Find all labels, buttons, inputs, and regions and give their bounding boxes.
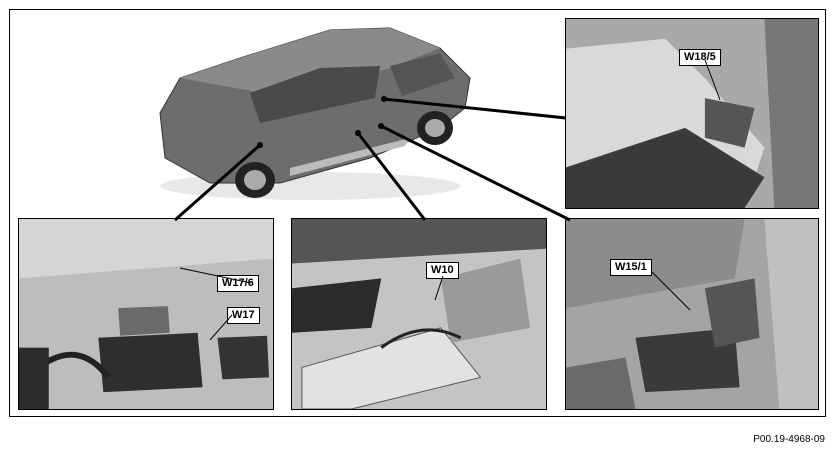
- label-w15-1: W15/1: [610, 259, 652, 276]
- label-w17: W17: [227, 307, 260, 324]
- label-w17-6: W17/6: [217, 275, 259, 292]
- photo-w18-5-location: W18/5: [565, 18, 819, 209]
- photo-w17-location: W17/6 W17: [18, 218, 274, 410]
- label-w18-5: W18/5: [679, 49, 721, 66]
- label-w10: W10: [426, 262, 459, 279]
- reference-code: P00.19-4968-09: [753, 434, 825, 445]
- photo-w10-location: W10: [291, 218, 547, 410]
- vehicle-illustration: [159, 27, 471, 200]
- photo-w15-1-location: W15/1: [565, 218, 819, 410]
